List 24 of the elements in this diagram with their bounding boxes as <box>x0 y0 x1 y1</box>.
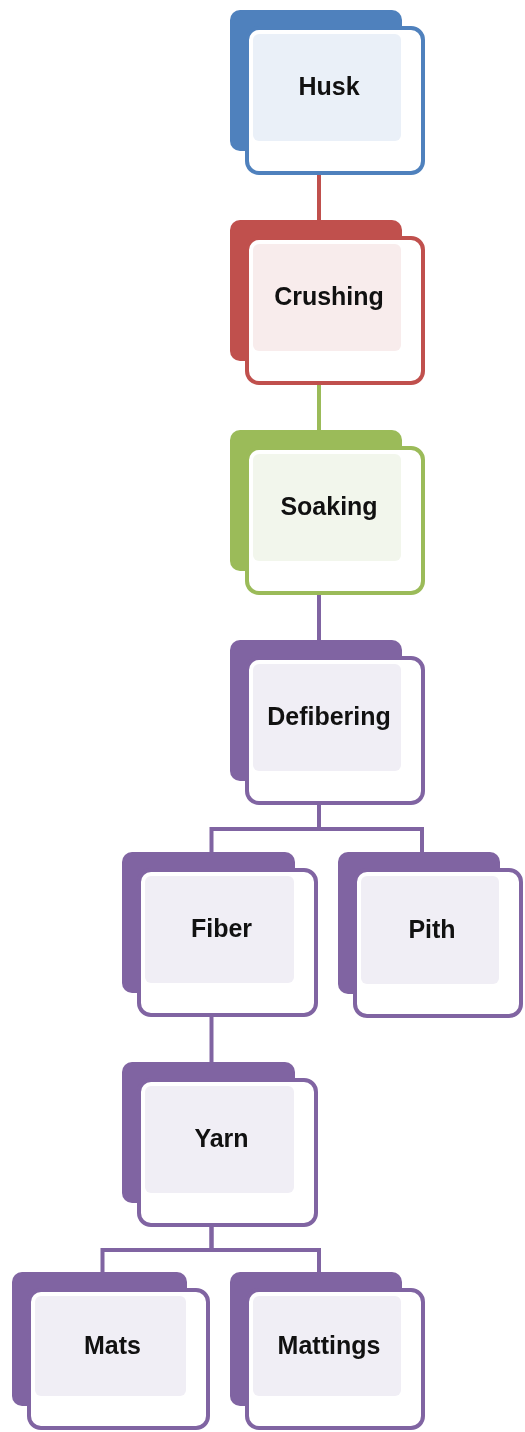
connector-line <box>209 1227 321 1272</box>
connector-line <box>209 1017 214 1062</box>
process-box <box>230 430 425 595</box>
process-box <box>230 640 425 805</box>
step-label: Soaking <box>280 492 378 521</box>
step-label: Yarn <box>194 1124 249 1153</box>
step-label: Mats <box>84 1330 141 1360</box>
step-label: Mattings <box>277 1330 381 1360</box>
step-label: Pith <box>408 914 456 944</box>
connector-line <box>317 385 321 430</box>
step-label: Crushing <box>274 282 384 311</box>
connector-line <box>317 805 424 852</box>
process-box <box>122 852 318 1017</box>
process-box <box>230 1272 425 1430</box>
process-box <box>122 1062 318 1227</box>
step-label: Husk <box>298 72 360 101</box>
process-box <box>338 852 523 1018</box>
process-box <box>230 10 425 175</box>
process-box <box>230 220 425 385</box>
process-box <box>12 1272 210 1430</box>
step-label: Defibering <box>267 702 391 731</box>
connector-line <box>317 175 321 220</box>
step-label: Fiber <box>190 914 253 943</box>
connector-line <box>317 595 321 640</box>
